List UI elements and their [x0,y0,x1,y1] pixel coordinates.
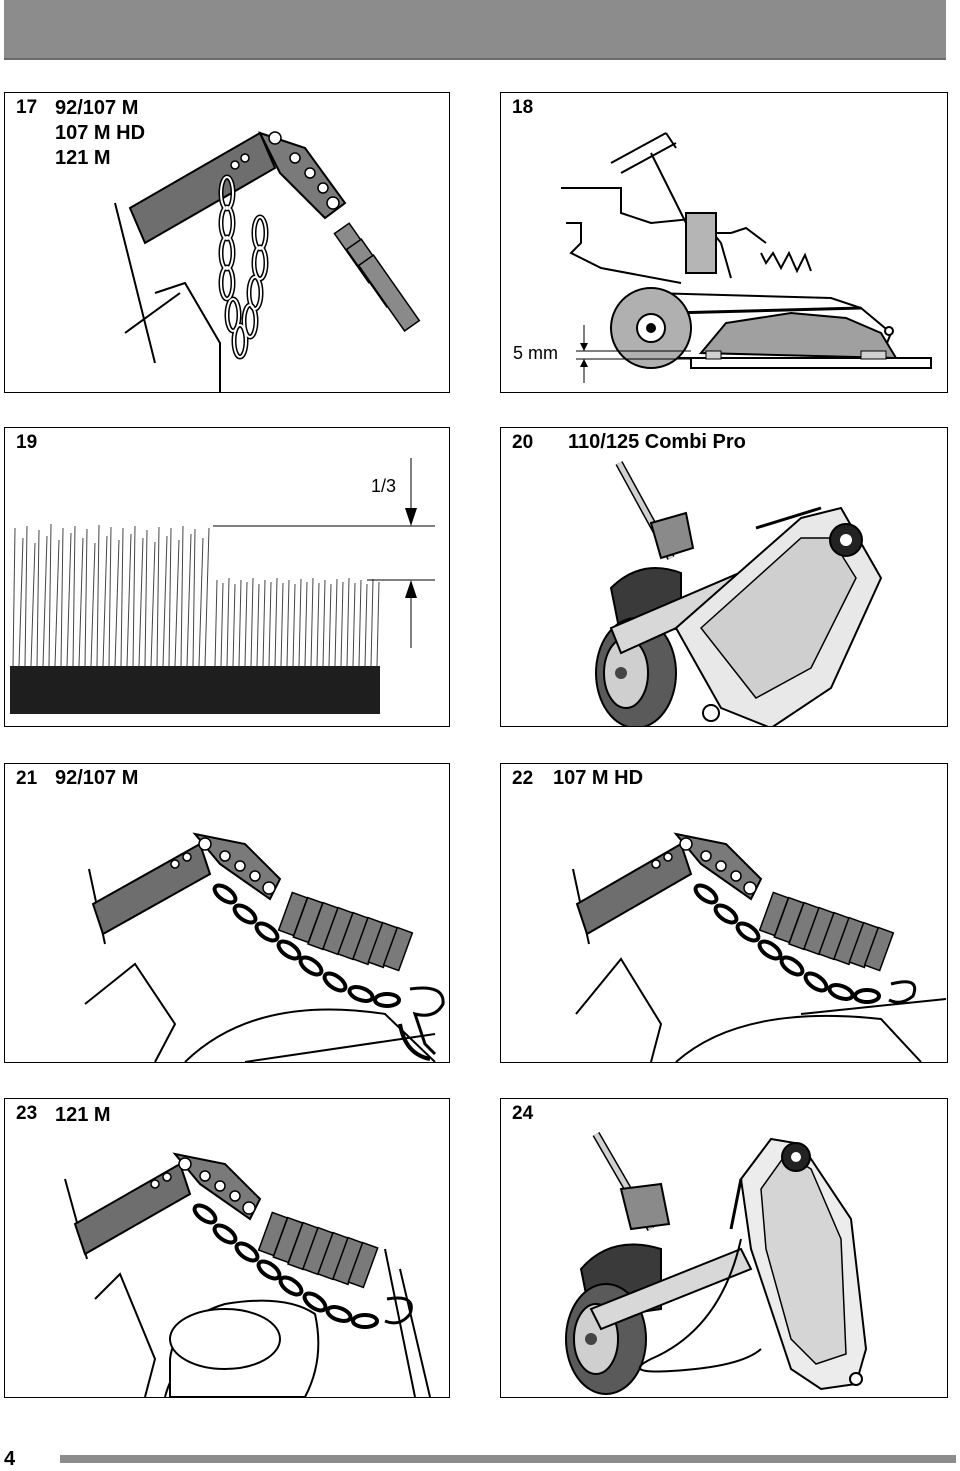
chain-spring-hook-illustration [84,832,445,1062]
figure-17: 17 92/107 M 107 M HD 121 M [4,92,450,393]
figure-number: 17 [16,97,38,118]
height-measurement-label: 5 mm [513,343,558,363]
figure-number: 20 [512,432,534,453]
deck-upright-illustration [565,1131,868,1395]
page-number: 4 [4,1448,16,1470]
figure-models: 92/107 M [55,767,139,789]
deck-raised-illustration [595,461,883,726]
figure-23: 23 121 M [4,1098,450,1398]
figure-20: 20 110/125 Combi Pro [500,427,948,727]
figure-number: 24 [512,1103,534,1124]
figure-models: 110/125 Combi Pro [568,431,746,453]
figure-number: 19 [16,432,38,453]
figure-number: 23 [16,1103,38,1124]
header-bar [4,0,946,60]
grass-height-illustration [10,458,435,714]
figure-24: 24 [500,1098,948,1398]
figure-number: 21 [16,768,38,789]
cut-fraction-label: 1/3 [371,476,397,496]
figure-19: 19 1/3 [4,427,450,727]
chain-spring-illustration [114,131,421,392]
figure-22: 22 107 M HD [500,763,948,1063]
footer-bar [60,1455,956,1463]
figure-21: 21 92/107 M [4,763,450,1063]
figure-number: 22 [512,768,534,789]
chain-spring-hook-illustration [572,832,947,1062]
mower-side-view-illustration [561,132,932,383]
figure-models: 92/107 M 107 M HD 121 M [55,97,146,169]
figure-models: 107 M HD [553,767,644,789]
figure-18: 18 5 mm [500,92,948,393]
figure-models: 121 M [55,1104,111,1126]
figure-number: 18 [512,97,534,118]
chain-spring-hook-illustration [64,1152,431,1397]
